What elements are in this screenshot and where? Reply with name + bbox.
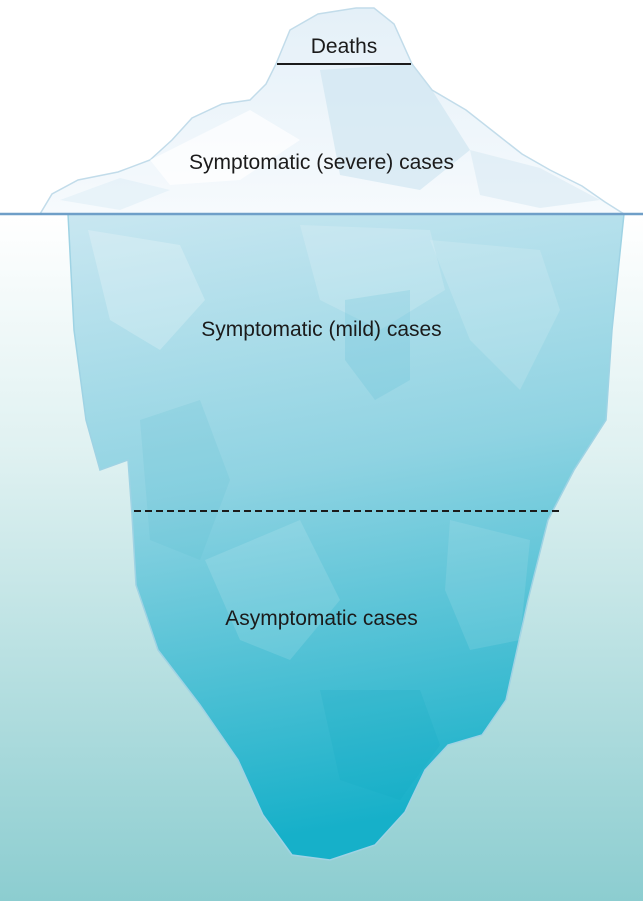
asymptomatic-cases-label: Asymptomatic cases bbox=[0, 606, 643, 632]
mild-cases-label: Symptomatic (mild) cases bbox=[0, 317, 643, 343]
severe-cases-label: Symptomatic (severe) cases bbox=[0, 150, 643, 176]
deaths-label: Deaths bbox=[277, 34, 411, 60]
